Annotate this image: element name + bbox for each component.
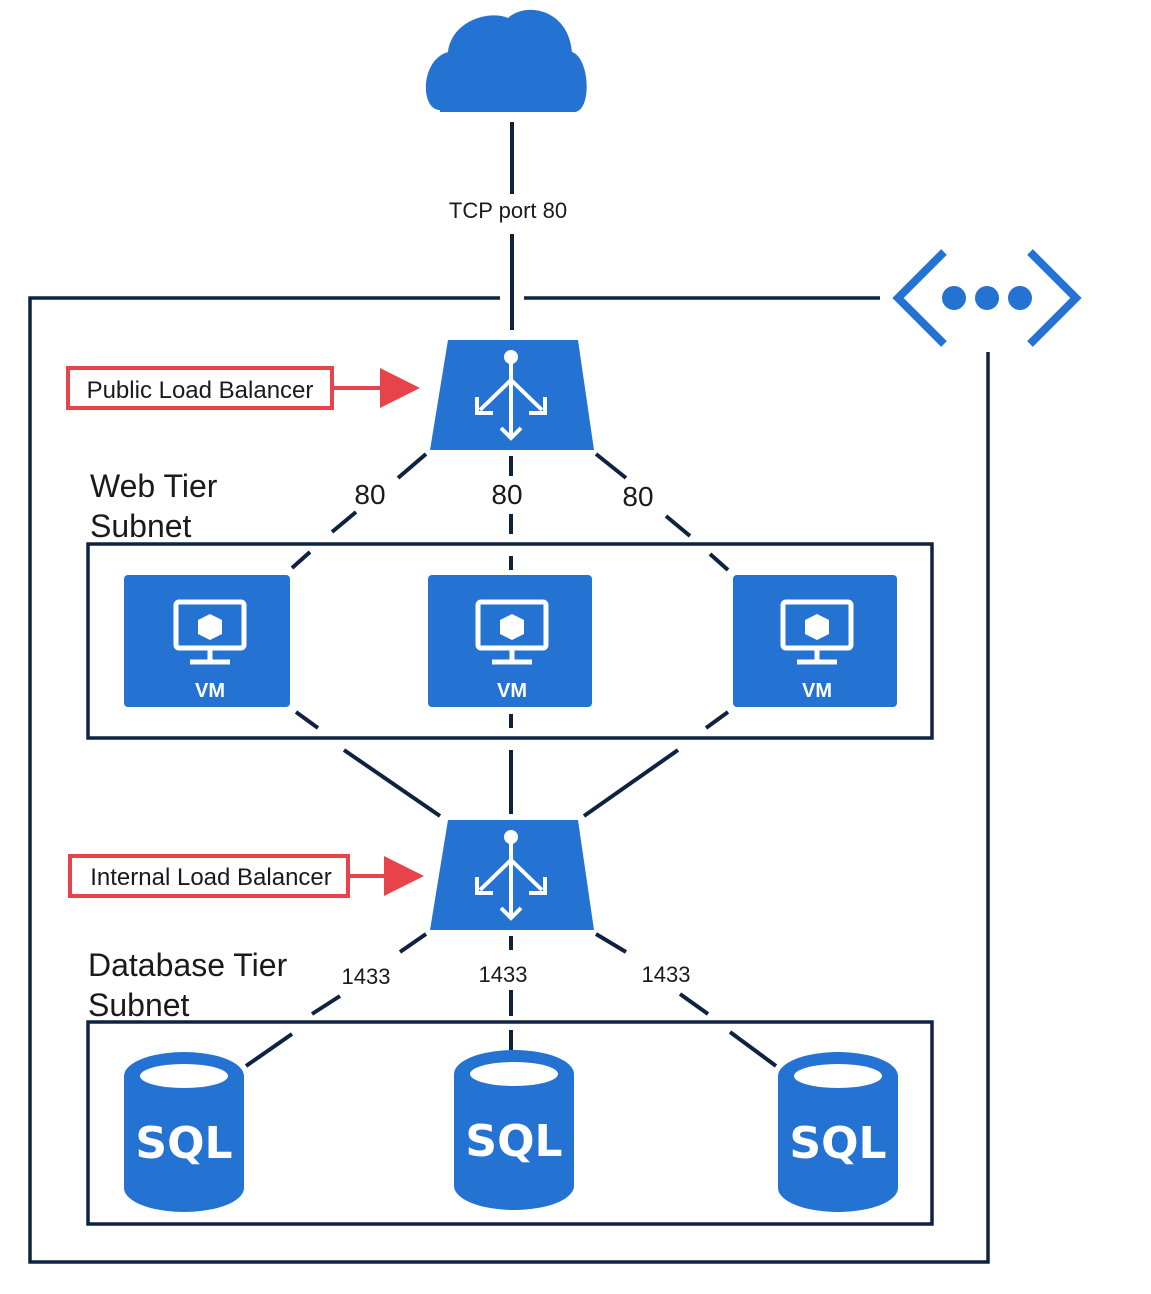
web-tier-subnet-box: [86, 542, 934, 740]
sql-label: SQL: [789, 1118, 886, 1169]
db-tier-label-line2: Subnet: [88, 987, 190, 1023]
internal-load-balancer: [430, 820, 594, 930]
load-balancer-icon: [430, 340, 594, 450]
vm-label: VM: [497, 680, 527, 702]
public-load-balancer: [430, 340, 594, 450]
sql-database-icon: [454, 1050, 574, 1210]
db-port-label-2: 1433: [479, 962, 528, 987]
web-port-label-2: 80: [491, 479, 522, 510]
virtual-machine-icon: [780, 599, 854, 665]
sql-label: SQL: [135, 1118, 232, 1169]
virtual-machine-icon: [475, 599, 549, 665]
web-tier-connectors: [290, 452, 730, 572]
vm-label: VM: [195, 680, 225, 702]
public-lb-callout: Public Load Balancer: [66, 366, 420, 410]
web-tier-label-line1: Web Tier: [90, 468, 218, 504]
virtual-machine-icon: [173, 599, 247, 665]
web-port-label-1: 80: [354, 479, 385, 510]
sql-database-icon: [124, 1052, 244, 1212]
web-vm-2: VM: [428, 575, 592, 707]
db-tier-label-line1: Database Tier: [88, 947, 288, 983]
internal-lb-callout-text: Internal Load Balancer: [90, 864, 332, 891]
internal-lb-callout: Internal Load Balancer: [68, 854, 424, 898]
sql-db-3: SQL: [778, 1052, 898, 1212]
cloud-icon: [425, 9, 587, 113]
sql-database-icon: [778, 1052, 898, 1212]
web-vm-3: VM: [733, 575, 897, 707]
web-vm-1: VM: [124, 575, 290, 707]
sql-label: SQL: [465, 1116, 562, 1167]
vm-label: VM: [802, 680, 832, 702]
web-tier-label-line2: Subnet: [90, 508, 192, 544]
load-balancer-icon: [430, 820, 594, 930]
sql-db-1: SQL: [124, 1052, 244, 1212]
web-to-db-connectors: [294, 710, 730, 818]
tcp-port-label: TCP port 80: [449, 198, 567, 223]
db-port-label-1: 1433: [342, 964, 391, 989]
web-port-label-3: 80: [622, 481, 653, 512]
sql-db-2: SQL: [454, 1050, 574, 1210]
db-tier-connectors: [244, 932, 778, 1068]
db-port-label-3: 1433: [642, 962, 691, 987]
virtual-network-boundary: [28, 296, 990, 1264]
public-lb-callout-text: Public Load Balancer: [87, 377, 314, 404]
virtual-network-icon: [892, 249, 1082, 347]
db-tier-subnet-box: [86, 1020, 934, 1226]
